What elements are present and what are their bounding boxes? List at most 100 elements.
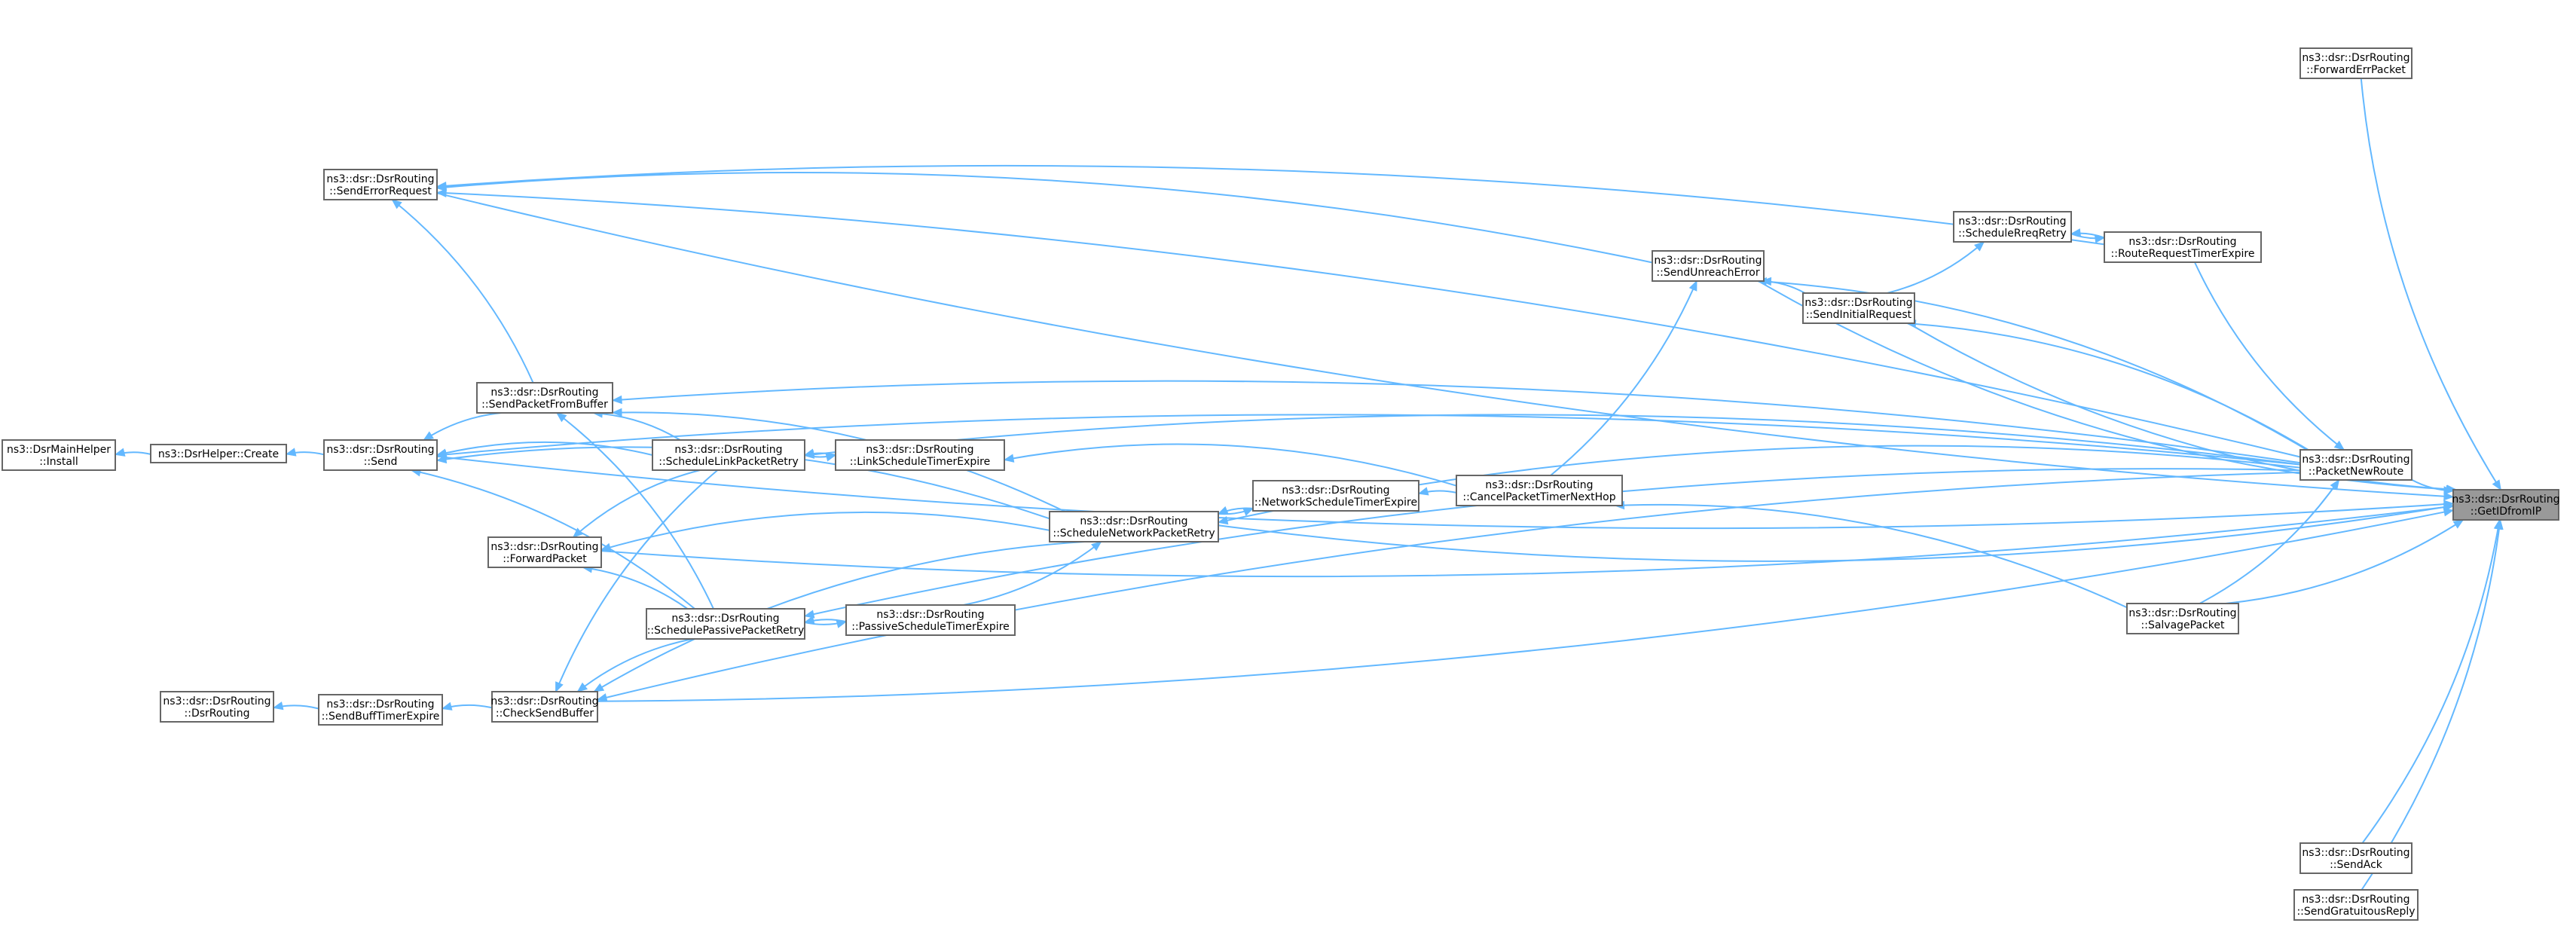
node-sendpacketfrombuffer[interactable]: ns3::dsr::DsrRouting::SendPacketFromBuff…	[476, 382, 613, 414]
node-packetnewroute[interactable]: ns3::dsr::DsrRouting::PacketNewRoute	[2299, 449, 2413, 481]
node-label: ::CancelPacketTimerNextHop	[1462, 491, 1615, 503]
node-box	[652, 439, 805, 471]
arrowhead	[1688, 280, 1697, 292]
arrowhead	[2443, 503, 2455, 512]
arrowhead	[555, 412, 567, 423]
node-label: ns3::dsr::DsrRouting	[490, 695, 598, 707]
arrowhead	[825, 453, 837, 462]
edge-schedulelinkpacketretry-to-sendpacketfrombuffer	[591, 409, 681, 441]
node-getidfromip[interactable]: ns3::dsr::DsrRouting::GetIDfromIP	[2452, 489, 2560, 521]
node-send[interactable]: ns3::dsr::DsrRouting::Send	[323, 439, 438, 471]
node-label: ns3::dsr::DsrRouting	[2128, 236, 2236, 248]
node-label: ns3::dsr::DsrRouting	[163, 695, 270, 707]
node-box	[1252, 480, 1419, 512]
arrowhead	[2333, 440, 2345, 451]
edge-routerequesttimerexpire-to-senderrorrequest	[435, 164, 2105, 246]
node-schedulenetworkpacketretry[interactable]: ns3::dsr::DsrRouting::ScheduleNetworkPac…	[1049, 511, 1219, 542]
node-dsrmainhelperinstall[interactable]: ns3::DsrMainHelper::Install	[2, 439, 116, 471]
node-label: ::LinkScheduleTimerExpire	[850, 456, 990, 468]
edge-send-to-dsrhelpercreate	[285, 448, 325, 457]
edge-schedulepassivepacketretry-to-sendpacketfrombuffer	[555, 412, 714, 610]
node-passivescheduletimerexpire[interactable]: ns3::dsr::DsrRouting::PassiveScheduleTim…	[845, 604, 1016, 636]
node-checksendbuffer[interactable]: ns3::dsr::DsrRouting::CheckSendBuffer	[490, 691, 599, 723]
node-label: ns3::dsr::DsrRouting	[2302, 847, 2409, 859]
arrowhead	[2443, 491, 2455, 501]
node-sendinitialrequest[interactable]: ns3::dsr::DsrRouting::SendInitialRequest	[1802, 292, 1915, 324]
node-label: ::SendErrorRequest	[329, 185, 432, 197]
node-label: ns3::dsr::DsrRouting	[2128, 607, 2236, 619]
arrowhead	[611, 395, 622, 405]
edge-passivescheduletimerexpire-to-schedulenetworkpacketretry	[963, 541, 1102, 606]
node-box	[2126, 603, 2239, 634]
node-routerequesttimerexpire[interactable]: ns3::dsr::DsrRouting::RouteRequestTimerE…	[2104, 231, 2262, 263]
node-schedulelinkpacketretry[interactable]: ns3::dsr::DsrRouting::ScheduleLinkPacket…	[652, 439, 805, 471]
arrowhead	[441, 701, 453, 711]
arrowhead	[2330, 478, 2340, 491]
arrowhead	[2094, 234, 2106, 243]
node-label: ns3::dsr::DsrRouting	[326, 698, 434, 711]
node-box	[2293, 889, 2419, 921]
edge-packetnewroute-to-sendpacketfrombuffer	[611, 380, 2301, 464]
arrowhead	[435, 181, 447, 191]
node-label: ::RouteRequestTimerExpire	[2111, 248, 2255, 260]
node-label: ::ScheduleRreqRetry	[1958, 228, 2067, 240]
node-label: ::CheckSendBuffer	[496, 707, 594, 720]
edge-schedulepassivepacketretry-to-forwardpacket	[582, 564, 689, 610]
node-label: ns3::dsr::DsrRouting	[1654, 255, 1762, 267]
edge-salvagepacket-to-cancelpackettimernexthop	[1614, 500, 2128, 609]
arrowhead	[114, 448, 126, 457]
node-box	[160, 691, 274, 723]
node-label: ::NetworkScheduleTimerExpire	[1254, 497, 1417, 509]
node-box	[150, 444, 287, 463]
node-linkscheduletimerexpire[interactable]: ns3::dsr::DsrRouting::LinkScheduleTimerE…	[835, 439, 1005, 471]
node-box	[2299, 47, 2413, 79]
node-schedulerreqretry[interactable]: ns3::dsr::DsrRouting::ScheduleRreqRetry	[1953, 211, 2072, 243]
edge-schedulenetworkpacketretry-to-getidfromip	[1218, 503, 2455, 562]
arrowhead	[435, 448, 448, 457]
node-senderrorrequest[interactable]: ns3::dsr::DsrRouting::SendErrorRequest	[323, 169, 438, 200]
edge-packetnewroute-to-checksendbuffer	[596, 471, 2301, 702]
edge-schedulepassivepacketretry-to-checksendbuffer	[576, 638, 693, 692]
node-forwarderrpacket[interactable]: ns3::dsr::DsrRouting::ForwardErrPacket	[2299, 47, 2413, 79]
node-box	[2452, 489, 2559, 521]
edge-salvagepacket-to-getidfromip	[2225, 519, 2464, 604]
node-label: ::ForwardPacket	[503, 553, 587, 565]
edge-sendbufftimerexpire-to-dsrrouting	[272, 701, 319, 711]
arrowhead	[1242, 508, 1254, 516]
node-label: ns3::dsr::DsrRouting	[2302, 52, 2409, 64]
arrowhead	[836, 619, 848, 628]
edge-senderrorrequest-to-getidfromip	[436, 192, 2455, 501]
node-label: ::PacketNewRoute	[2309, 466, 2403, 478]
node-sendgratuitousreply[interactable]: ns3::dsr::DsrRouting::SendGratuitousRepl…	[2293, 889, 2419, 921]
node-dsrrouting[interactable]: ns3::dsr::DsrRouting::DsrRouting	[160, 691, 274, 723]
arrowhead	[2495, 518, 2504, 530]
node-label: ns3::dsr::DsrRouting	[2452, 494, 2559, 506]
node-sendbufftimerexpire[interactable]: ns3::dsr::DsrRouting::SendBuffTimerExpir…	[318, 694, 443, 726]
edge-schedulepassivepacketretry-to-passivescheduletimerexpire	[804, 619, 848, 628]
node-salvagepacket[interactable]: ns3::dsr::DsrRouting::SalvagePacket	[2126, 603, 2239, 634]
node-box	[1953, 211, 2072, 243]
node-sendunreacherror[interactable]: ns3::dsr::DsrRouting::SendUnreachError	[1652, 250, 1765, 282]
node-dsrhelpercreate[interactable]: ns3::DsrHelper::Create	[150, 444, 287, 463]
node-label: ::SendPacketFromBuffer	[481, 399, 608, 411]
node-box	[835, 439, 1005, 471]
arrowhead	[1003, 454, 1015, 463]
node-sendack[interactable]: ns3::dsr::DsrRouting::SendAck	[2299, 842, 2413, 874]
node-label: ns3::dsr::DsrRouting	[490, 541, 598, 553]
edge-schedulenetworkpacketretry-to-sendpacketfrombuffer	[611, 408, 1065, 512]
node-forwardpacket[interactable]: ns3::dsr::DsrRouting::ForwardPacket	[487, 536, 602, 568]
node-label: ns3::DsrHelper::Create	[158, 448, 279, 460]
edge-sendpacketfrombuffer-to-senderrorrequest	[391, 199, 534, 384]
arrowhead	[2446, 484, 2457, 494]
node-label: ::PassiveScheduleTimerExpire	[851, 621, 1010, 633]
node-box	[491, 691, 598, 723]
node-label: ::SendBuffTimerExpire	[322, 711, 440, 723]
node-schedulepassivepacketretry[interactable]: ns3::dsr::DsrRouting::SchedulePassivePac…	[646, 608, 805, 640]
arrowhead	[1417, 487, 1429, 496]
node-label: ns3::DsrMainHelper	[7, 444, 111, 456]
node-label: ::SchedulePassivePacketRetry	[647, 625, 805, 637]
arrowhead	[576, 682, 588, 692]
node-networkscheduletimerexpire[interactable]: ns3::dsr::DsrRouting::NetworkScheduleTim…	[1252, 480, 1419, 512]
node-cancelpackettimernexthop[interactable]: ns3::dsr::DsrRouting::CancelPacketTimerN…	[1456, 475, 1623, 506]
edge-sendinitialrequest-to-sendunreacherror	[1761, 277, 1806, 294]
